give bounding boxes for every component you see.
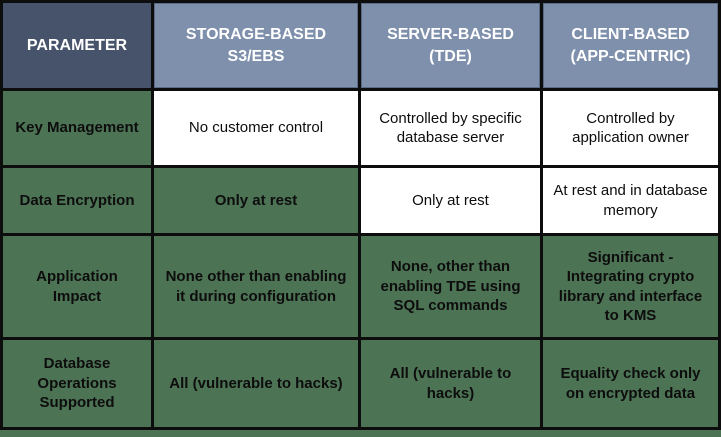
row-label-key-management: Key Management [3,91,151,165]
cell-database-operations-client: Equality check only on encrypted data [543,340,718,427]
cell-application-impact-server: None, other than enabling TDE using SQL … [361,236,540,337]
cell-database-operations-storage: All (vulnerable to hacks) [154,340,358,427]
header-cell-storage-based: STORAGE-BASED S3/EBS [154,3,358,88]
row-label-data-encryption: Data Encryption [3,168,151,233]
cell-key-management-server: Controlled by specific database server [361,91,540,165]
header-cell-client-based: CLIENT-BASED (APP-CENTRIC) [543,3,718,88]
cell-key-management-storage: No customer control [154,91,358,165]
row-label-application-impact: Application Impact [3,236,151,337]
cell-application-impact-storage: None other than enabling it during confi… [154,236,358,337]
row-label-database-operations: Database Operations Supported [3,340,151,427]
cell-application-impact-client: Significant - Integrating crypto library… [543,236,718,337]
bottom-green-strip [0,430,721,437]
cell-data-encryption-server: Only at rest [361,168,540,233]
header-cell-parameter: PARAMETER [3,3,151,88]
header-cell-server-based: SERVER-BASED (TDE) [361,3,540,88]
cell-data-encryption-storage: Only at rest [154,168,358,233]
cell-key-management-client: Controlled by application owner [543,91,718,165]
cell-database-operations-server: All (vulnerable to hacks) [361,340,540,427]
cell-data-encryption-client: At rest and in database memory [543,168,718,233]
